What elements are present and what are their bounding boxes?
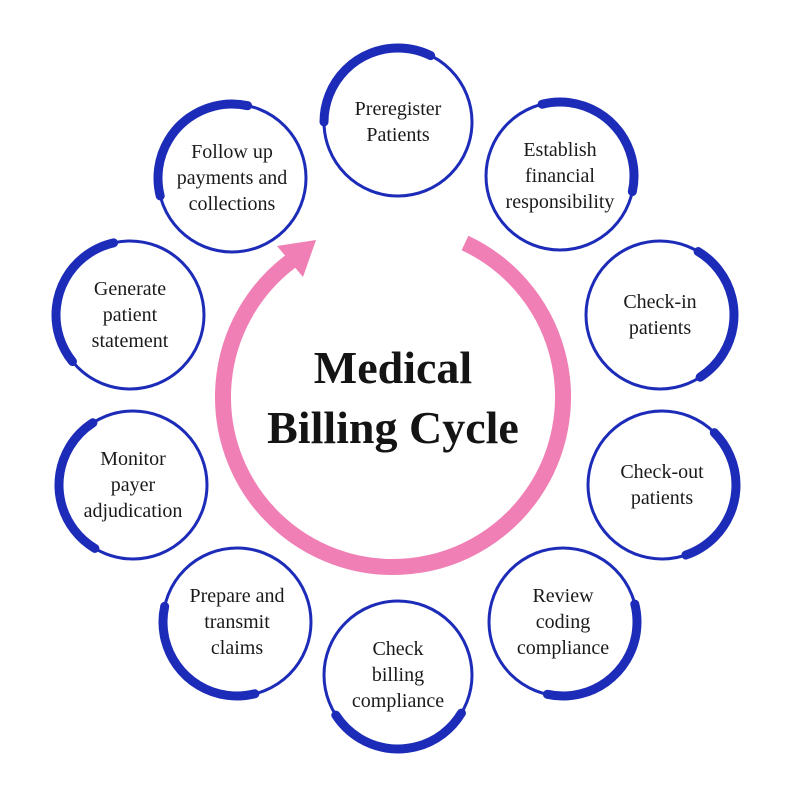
cycle-node-label-check-billing-compliance: Check billing compliance: [351, 638, 445, 712]
cycle-node-label-check-in-patients: Check-in patients: [623, 291, 697, 339]
cycle-node-label-establish-financial-responsibility: Establish financial responsibility: [505, 139, 615, 213]
node-circle-accent: [581, 236, 739, 394]
cycle-node-label-generate-patient-statement: Generate patient statement: [91, 278, 169, 352]
cycle-arrow: [215, 235, 571, 575]
node-circle-accent: [319, 596, 477, 754]
node-circle-accent: [51, 236, 209, 394]
cycle-node-label-prepare-and-transmit-claims: Prepare and transmit claims: [189, 585, 285, 659]
cycle-arrow-head-icon: [277, 240, 316, 277]
cycle-node-label-preregister-patients: Preregister Patients: [354, 98, 442, 146]
node-circle-accent: [484, 543, 642, 701]
node-circle-accent: [54, 406, 212, 564]
cycle-node-label-check-out-patients: Check-out patients: [620, 461, 704, 509]
cycle-arrow-arc: [215, 235, 571, 575]
node-circle-accent: [319, 43, 477, 201]
node-rings-thick: [51, 43, 741, 754]
cycle-node-label-follow-up-payments-collections: Follow up payments and collections: [176, 141, 288, 215]
cycle-node-label-review-coding-compliance: Review coding compliance: [516, 585, 610, 659]
node-circle-accent: [158, 543, 316, 701]
diagram-title: Medical Billing Cycle: [267, 342, 519, 453]
node-circle-accent: [153, 99, 311, 257]
cycle-node-label-monitor-payer-adjudication: Monitor payer adjudication: [83, 448, 183, 522]
node-circle-accent: [583, 406, 741, 564]
node-circle-accent: [481, 97, 639, 255]
